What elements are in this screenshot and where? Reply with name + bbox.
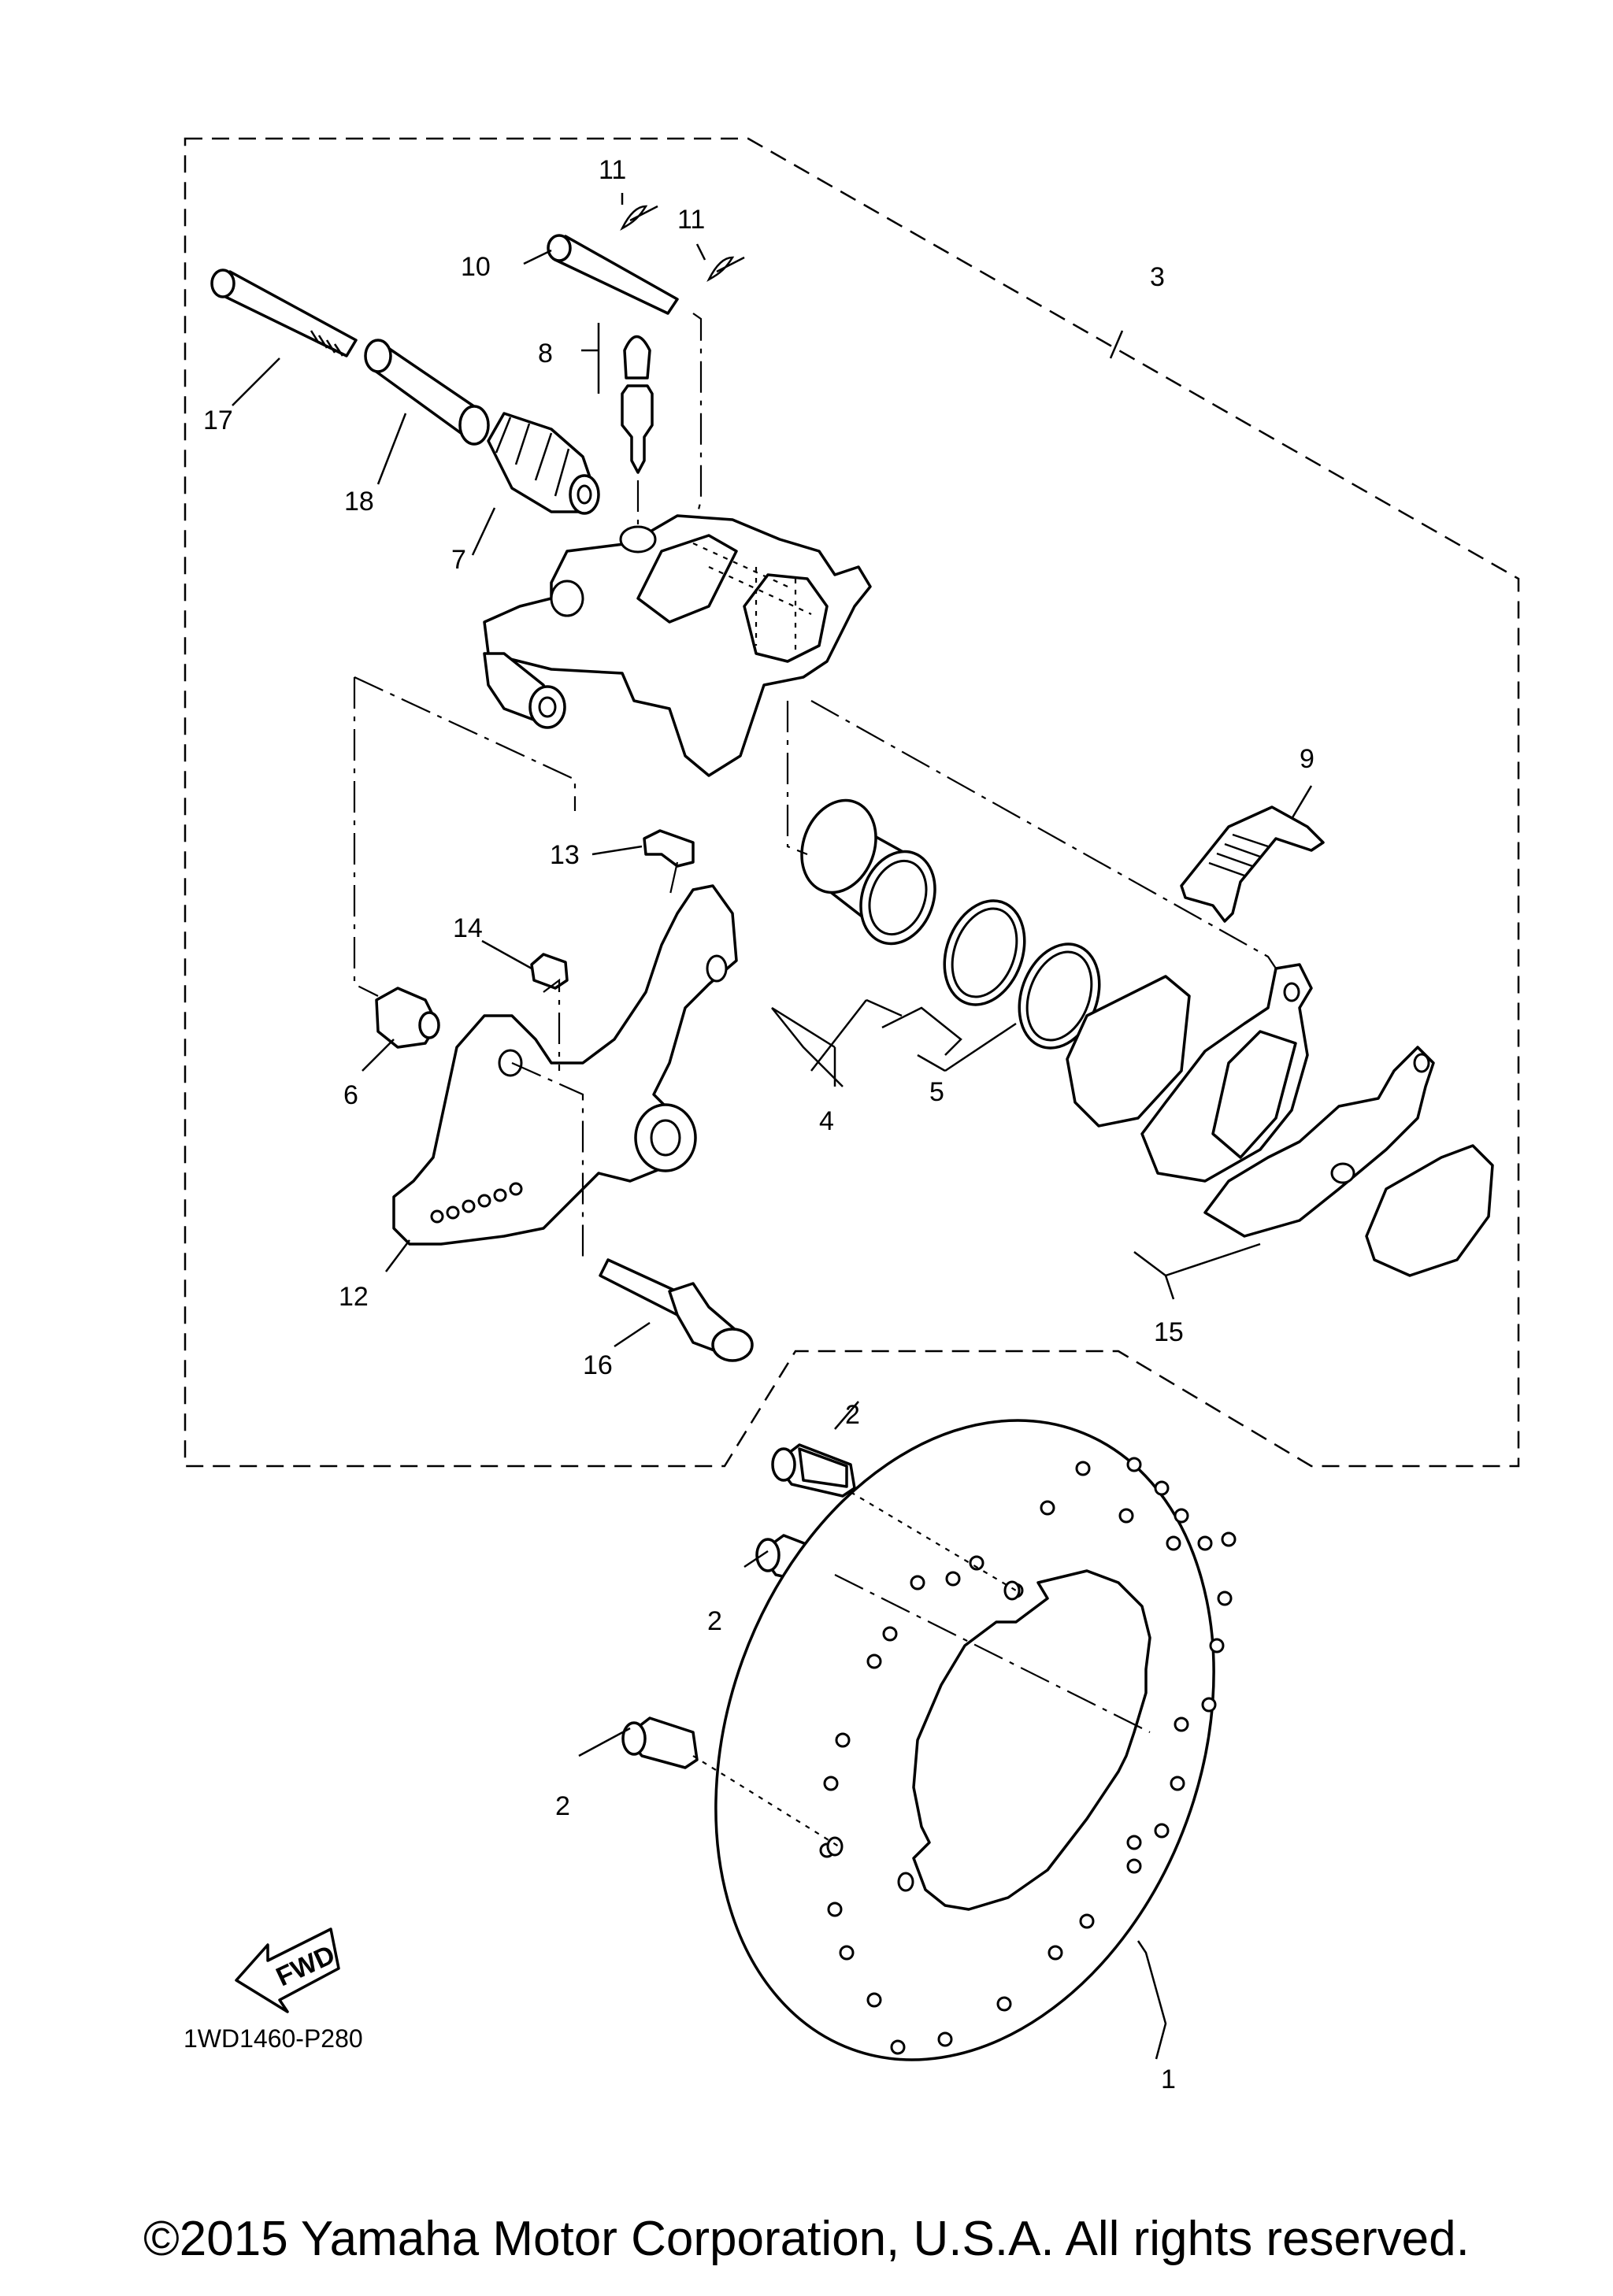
- part-15-brake-pads: [1066, 963, 1494, 1277]
- part-18-sleeve: [364, 339, 490, 446]
- part-6-boot: [375, 987, 440, 1049]
- callout-leaders: [232, 193, 1313, 2060]
- callout-6: 6: [343, 1080, 358, 1110]
- copyright-notice: ©2015 Yamaha Motor Corporation, U.S.A. A…: [143, 2212, 1470, 2266]
- part-5-seals: [943, 899, 1101, 1050]
- part-9-pad-spring: [1180, 805, 1325, 923]
- callout-11-lower: 11: [677, 205, 705, 235]
- part-16-pin: [599, 1258, 754, 1362]
- callout-13: 13: [550, 840, 580, 870]
- part-11-clip-upper: [620, 205, 658, 231]
- part-2-bolt-upper: [771, 1443, 856, 1498]
- part-11-clip-lower: [706, 256, 745, 282]
- callout-5: 5: [929, 1077, 944, 1107]
- callout-7: 7: [451, 545, 466, 575]
- callout-9: 9: [1300, 744, 1315, 774]
- part-17-bolt: [210, 268, 358, 357]
- callout-18: 18: [344, 487, 374, 517]
- part-4-piston: [800, 798, 936, 946]
- callout-2-upper: 2: [845, 1400, 860, 1430]
- fwd-arrow-icon: FWD: [235, 1928, 340, 2013]
- callout-10: 10: [461, 252, 491, 282]
- callout-15: 15: [1154, 1317, 1184, 1347]
- part-8-bleed-screw: [621, 335, 654, 474]
- callout-14: 14: [453, 913, 483, 943]
- part-1-brake-disc: [714, 1419, 1237, 2061]
- callout-17: 17: [203, 406, 233, 435]
- callout-labels: 1 2 2 2 3 4 5 6 7 8 9 10 11 11 12 13 14 …: [203, 155, 1315, 2094]
- callout-4: 4: [819, 1106, 834, 1136]
- part-10-pin: [547, 234, 679, 315]
- callout-16: 16: [583, 1350, 613, 1380]
- part-13-clip: [643, 829, 695, 868]
- callout-1: 1: [1161, 2065, 1176, 2094]
- part-2-bolt-lower: [621, 1716, 699, 1769]
- callout-11-upper: 11: [599, 155, 626, 185]
- caliper-assembly-boundary: [184, 137, 1520, 1468]
- part-12-bracket: [392, 884, 738, 1246]
- part-14-clip: [530, 953, 569, 990]
- callout-3: 3: [1150, 262, 1165, 292]
- callout-2-middle: 2: [707, 1606, 722, 1636]
- callout-2-lower: 2: [555, 1791, 570, 1821]
- guide-lines: [353, 313, 1277, 1847]
- diagram-code: 1WD1460-P280: [184, 2024, 363, 2053]
- part-7-boot: [487, 412, 600, 515]
- callout-8: 8: [538, 339, 553, 368]
- caliper-body: [483, 514, 872, 777]
- callout-12: 12: [339, 1282, 369, 1312]
